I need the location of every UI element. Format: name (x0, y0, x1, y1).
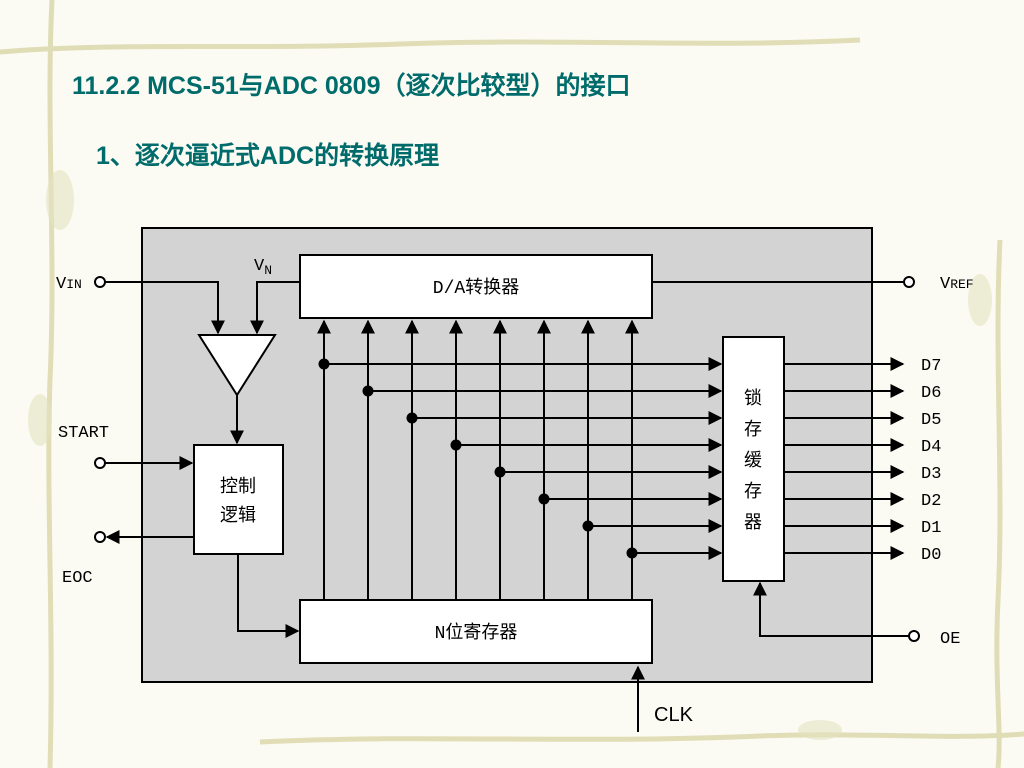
register-block (299, 599, 653, 664)
register-label: N位寄存器 (435, 622, 518, 644)
oe-label: OE (940, 630, 960, 649)
eoc-label: EOC (62, 569, 93, 588)
latch-label-char4: 存 (744, 481, 762, 503)
vref-label: VREF (940, 275, 974, 294)
vref-terminal (903, 276, 915, 288)
oe-terminal (908, 630, 920, 642)
data-output-label: D6 (921, 384, 941, 403)
clk-label: CLK (654, 704, 694, 726)
slide-title: 11.2.2 MCS-51与ADC 0809（逐次比较型）的接口 (72, 72, 631, 100)
control-logic-label-line1: 控制 (220, 476, 256, 498)
control-logic-block (193, 444, 284, 555)
dac-label: D/A转换器 (433, 277, 519, 299)
latch-label-char1: 锁 (744, 388, 762, 410)
start-terminal (94, 457, 106, 469)
data-output-label: D7 (921, 357, 941, 376)
latch-label-char5: 器 (744, 513, 762, 534)
data-output-label: D5 (921, 411, 941, 430)
vin-terminal (94, 276, 106, 288)
control-logic-label-line2: 逻辑 (220, 505, 256, 527)
vin-wire (105, 281, 225, 335)
bit-bus-lines (317, 319, 723, 600)
control-to-register-wire (237, 554, 300, 638)
latch-label-char3: 缓 (744, 450, 762, 472)
start-label: START (58, 424, 109, 443)
latch-label-char2: 存 (744, 419, 762, 441)
oe-wire (753, 581, 909, 637)
data-output-label: D1 (921, 519, 941, 538)
vn-label: VN (254, 257, 272, 278)
slide-subtitle: 1、逐次逼近式ADC的转换原理 (96, 142, 440, 170)
dac-block (299, 254, 653, 319)
comparator-triangle (197, 334, 277, 397)
data-output-label: D4 (921, 438, 941, 457)
data-output-label: D0 (921, 546, 941, 565)
data-output-label: D3 (921, 465, 941, 484)
latch-buffer-block (722, 336, 785, 582)
data-output-label: D2 (921, 492, 941, 511)
eoc-terminal (94, 531, 106, 543)
vn-wire (250, 281, 300, 335)
vin-label: VIN (56, 275, 82, 294)
